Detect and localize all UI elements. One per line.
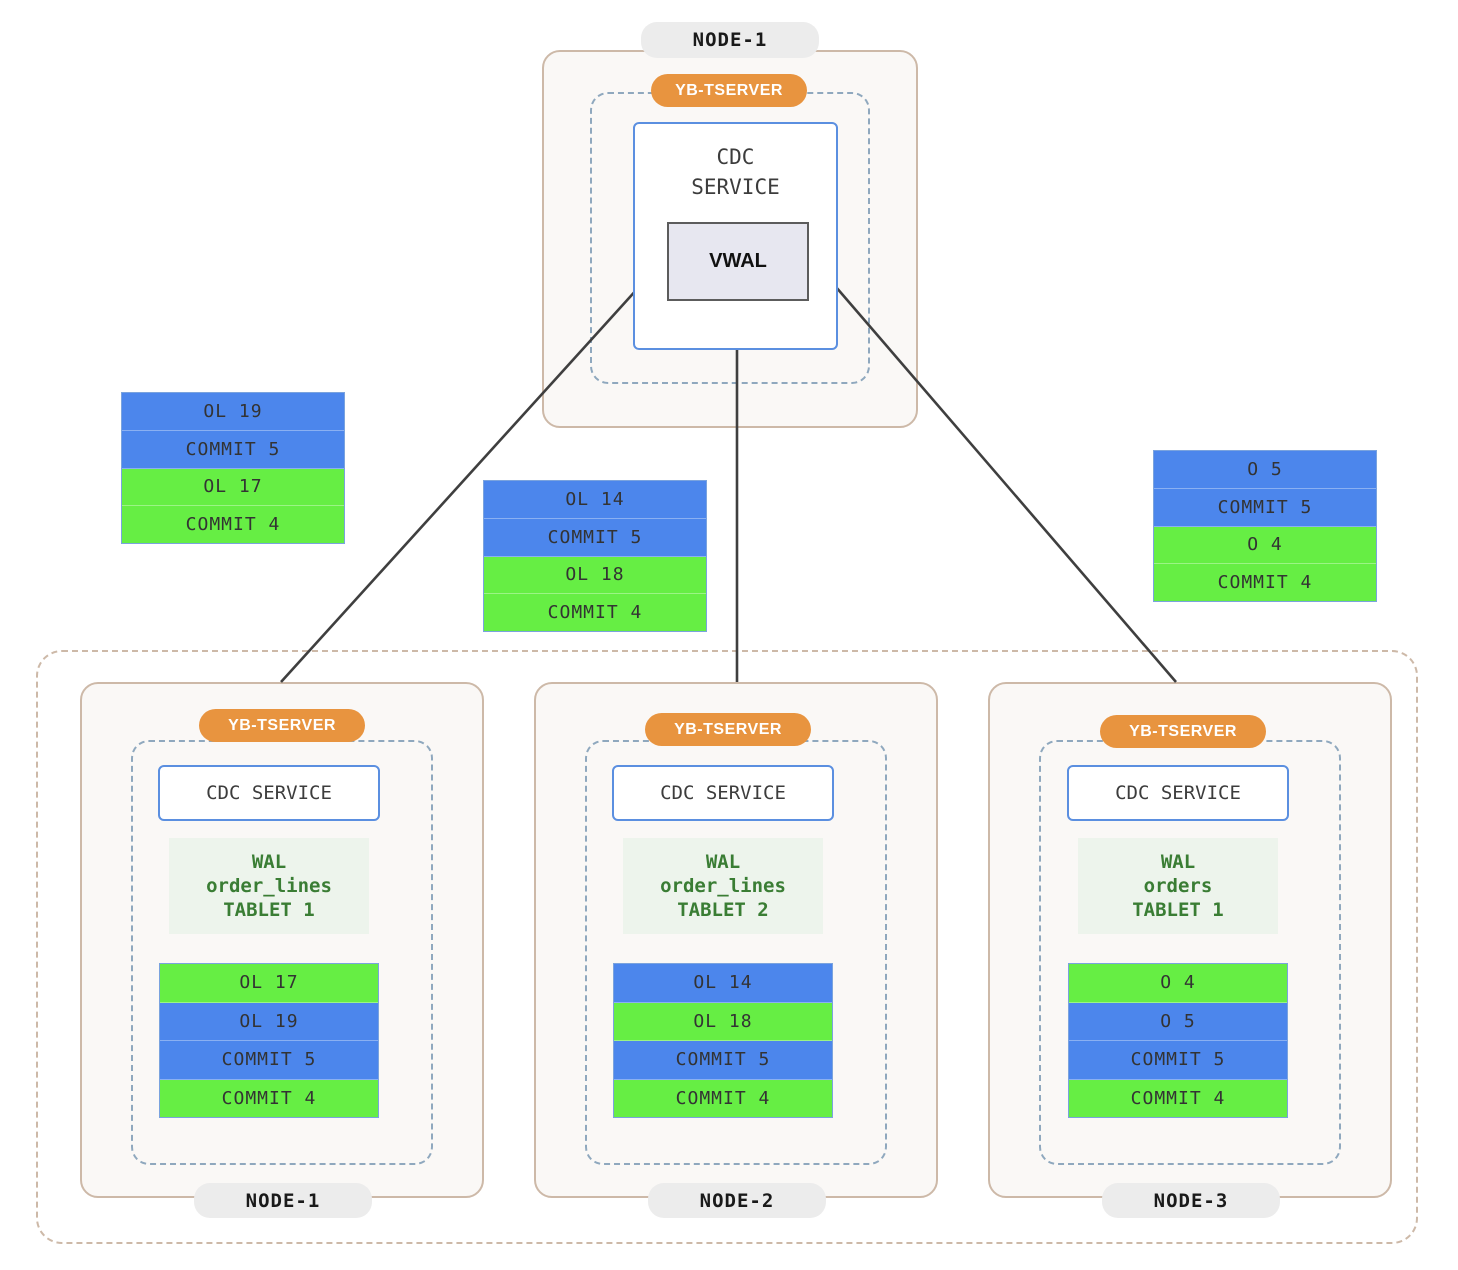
node3-wal-box: WAL orders TABLET 1 <box>1078 838 1278 934</box>
record-row: COMMIT 5 <box>160 1041 378 1080</box>
record-row: O 5 <box>1069 1002 1287 1041</box>
top-node-label: NODE-1 <box>692 29 768 51</box>
node3-tserver-chip: YB-TSERVER <box>1100 715 1266 748</box>
node1-label: NODE-1 <box>245 1189 321 1212</box>
node3-label-chip: NODE-3 <box>1102 1183 1280 1218</box>
node2-wal-line3: TABLET 2 <box>677 899 769 922</box>
node1-wal-line1: WAL <box>251 850 287 873</box>
top-node-label-chip: NODE-1 <box>641 22 819 58</box>
record-row: COMMIT 4 <box>160 1079 378 1117</box>
record-row: COMMIT 4 <box>1069 1079 1287 1117</box>
floating-stack-left: OL 19 COMMIT 5 OL 17 COMMIT 4 <box>121 392 345 544</box>
node1-cdc-label: CDC SERVICE <box>206 782 332 804</box>
node3-wal-line3: TABLET 1 <box>1132 899 1224 922</box>
node2-label-chip: NODE-2 <box>648 1183 826 1218</box>
node2-cdc-service-box: CDC SERVICE <box>612 765 834 821</box>
record-row: O 4 <box>1154 526 1376 565</box>
node2-wal-line1: WAL <box>705 850 741 873</box>
node3-wal-line2: orders <box>1143 874 1213 897</box>
node1-tserver-label: YB-TSERVER <box>228 716 336 734</box>
node2-wal-box: WAL order_lines TABLET 2 <box>623 838 823 934</box>
node3-label: NODE-3 <box>1153 1189 1229 1212</box>
node3-wal-line1: WAL <box>1160 850 1196 873</box>
node1-cdc-service-box: CDC SERVICE <box>158 765 380 821</box>
record-row: OL 19 <box>122 393 344 431</box>
top-tserver-chip: YB-TSERVER <box>651 74 807 107</box>
node3-record-stack: O 4 O 5 COMMIT 5 COMMIT 4 <box>1068 963 1288 1118</box>
node2-tserver-chip: YB-TSERVER <box>645 713 811 746</box>
record-row: O 5 <box>1154 451 1376 489</box>
record-row: COMMIT 4 <box>614 1079 832 1117</box>
record-row: OL 18 <box>614 1002 832 1041</box>
node2-label: NODE-2 <box>699 1189 775 1212</box>
node1-wal-line3: TABLET 1 <box>223 899 315 922</box>
node2-wal-line2: order_lines <box>660 874 786 897</box>
record-row: O 4 <box>1069 964 1287 1003</box>
record-row: OL 14 <box>614 964 832 1003</box>
record-row: OL 14 <box>484 481 706 519</box>
record-row: COMMIT 4 <box>1154 564 1376 601</box>
cluster-boundary <box>36 650 1418 1244</box>
record-row: OL 19 <box>160 1002 378 1041</box>
node2-cdc-label: CDC SERVICE <box>660 782 786 804</box>
record-row: COMMIT 5 <box>484 518 706 557</box>
top-cdc-label-line1: CDC <box>716 145 755 169</box>
node3-tserver-label: YB-TSERVER <box>1129 722 1237 740</box>
node2-record-stack: OL 14 OL 18 COMMIT 5 COMMIT 4 <box>613 963 833 1118</box>
record-row: COMMIT 4 <box>484 594 706 631</box>
vwal-box: VWAL <box>667 222 809 301</box>
node3-cdc-label: CDC SERVICE <box>1115 782 1241 804</box>
node3-cdc-service-box: CDC SERVICE <box>1067 765 1289 821</box>
top-cdc-label-line2: SERVICE <box>691 175 780 200</box>
floating-stack-middle: OL 14 COMMIT 5 OL 18 COMMIT 4 <box>483 480 707 632</box>
record-row: OL 18 <box>484 556 706 595</box>
node1-record-stack: OL 17 OL 19 COMMIT 5 COMMIT 4 <box>159 963 379 1118</box>
record-row: COMMIT 5 <box>1069 1041 1287 1080</box>
record-row: COMMIT 5 <box>614 1041 832 1080</box>
record-row: COMMIT 5 <box>1154 488 1376 527</box>
record-row: COMMIT 5 <box>122 430 344 469</box>
node1-wal-line2: order_lines <box>206 874 332 897</box>
node1-wal-box: WAL order_lines TABLET 1 <box>169 838 369 934</box>
record-row: OL 17 <box>160 964 378 1003</box>
record-row: COMMIT 4 <box>122 506 344 543</box>
node1-label-chip: NODE-1 <box>194 1183 372 1218</box>
node1-tserver-chip: YB-TSERVER <box>199 709 365 742</box>
record-row: OL 17 <box>122 468 344 507</box>
top-tserver-label: YB-TSERVER <box>675 81 783 99</box>
floating-stack-right: O 5 COMMIT 5 O 4 COMMIT 4 <box>1153 450 1377 602</box>
vwal-label: VWAL <box>709 250 767 272</box>
node2-tserver-label: YB-TSERVER <box>674 720 782 738</box>
